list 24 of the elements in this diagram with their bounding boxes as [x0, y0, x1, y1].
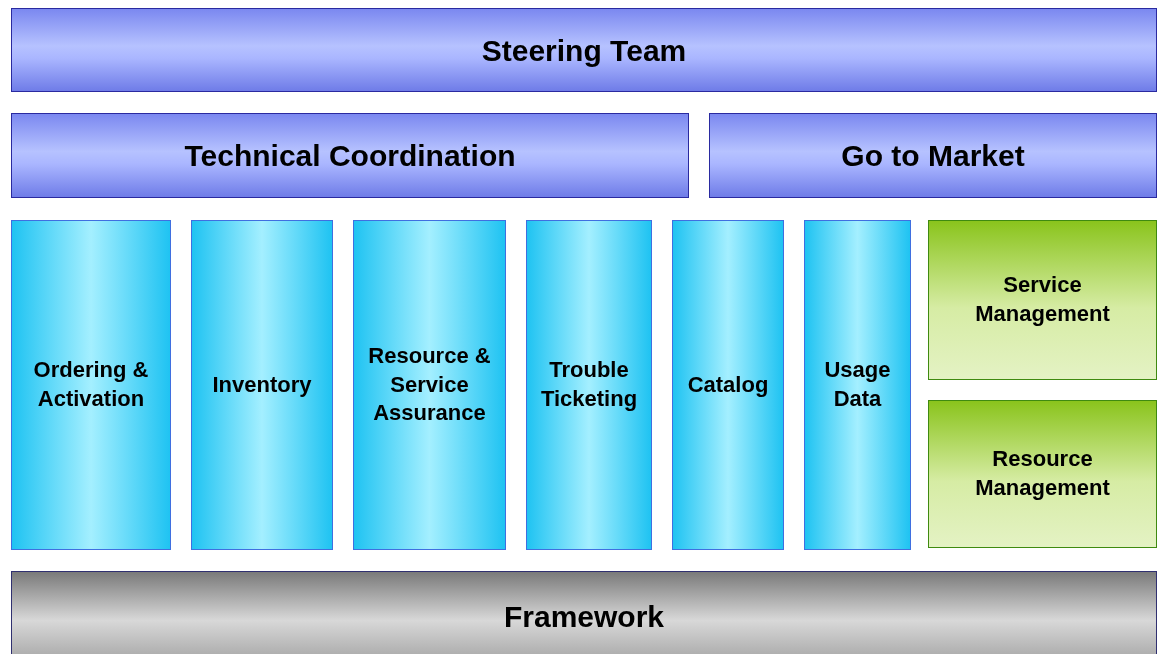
- team-band: [709, 113, 1157, 198]
- workstream-column: [11, 220, 171, 550]
- framework-band: [11, 571, 1157, 654]
- node-label: Steering Team: [481, 32, 687, 69]
- team-band: [11, 113, 689, 198]
- node-label: Resource & Service Assurance: [367, 342, 492, 428]
- node-label: Service Management: [974, 271, 1111, 328]
- node-label: Inventory: [212, 370, 312, 399]
- node-label: Go to Market: [841, 138, 1025, 174]
- management-panel: [928, 400, 1157, 548]
- node-label: Technical Coordination: [184, 138, 516, 174]
- workstream-column: [804, 220, 911, 550]
- management-panel: [928, 220, 1157, 380]
- workstream-column: [672, 220, 784, 550]
- team-band: [11, 8, 1157, 92]
- node-label: Trouble Ticketing: [539, 356, 639, 413]
- workstream-column: [191, 220, 333, 550]
- node-label: Framework: [503, 598, 665, 635]
- node-label: Resource Management: [974, 445, 1111, 502]
- workstream-column: [353, 220, 506, 550]
- node-label: Usage Data: [823, 356, 892, 413]
- workstream-column: [526, 220, 652, 550]
- node-label: Ordering & Activation: [32, 356, 150, 413]
- node-label: Catalog: [687, 370, 769, 399]
